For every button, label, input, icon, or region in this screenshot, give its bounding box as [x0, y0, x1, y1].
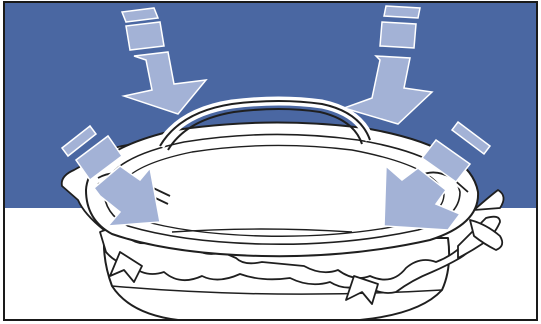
lid-center [164, 162, 384, 228]
